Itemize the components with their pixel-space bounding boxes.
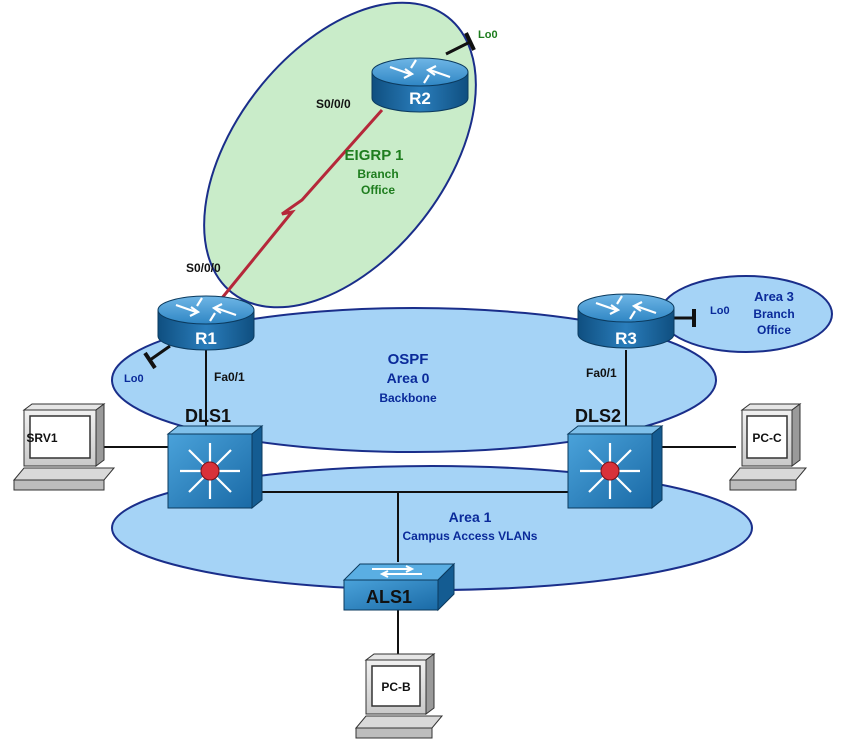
ospf-area-0 xyxy=(111,307,717,453)
area0-line2: Backbone xyxy=(379,391,437,405)
area0-title: OSPF xyxy=(388,351,429,368)
workgroup-switch-icon xyxy=(372,565,422,578)
r2-s000-label: S0/0/0 xyxy=(316,97,351,111)
eigrp-line2: Office xyxy=(361,183,395,197)
r1-loopback-icon xyxy=(143,344,171,370)
pcb-label: PC-B xyxy=(381,680,411,694)
workgroup-switch-als1[interactable]: ALS1 xyxy=(342,562,456,612)
r1-fa01-label: Fa0/1 xyxy=(214,370,245,384)
multilayer-switch-dls2[interactable]: DLS2 xyxy=(566,406,664,510)
serial-link-r1-r2 xyxy=(220,109,384,299)
r3-fa01-label: Fa0/1 xyxy=(586,366,617,380)
area1-title: Area 1 xyxy=(449,509,492,525)
area0-line1: Area 0 xyxy=(387,370,430,386)
srv1-label: SRV1 xyxy=(26,431,57,445)
router-r2[interactable]: R2 xyxy=(371,57,469,113)
r1-lo0-label: Lo0 xyxy=(124,373,144,385)
multilayer-switch-dls1[interactable]: DLS1 xyxy=(166,406,264,510)
router-arrows-icon xyxy=(175,297,237,322)
r2-label: R2 xyxy=(409,89,431,108)
area3-line1: Branch xyxy=(753,307,794,321)
als1-label: ALS1 xyxy=(366,587,412,607)
area3-title: Area 3 xyxy=(754,289,794,304)
pcc-label: PC-C xyxy=(752,431,782,445)
dls2-label: DLS2 xyxy=(575,406,621,426)
eigrp-title: EIGRP 1 xyxy=(345,147,404,164)
r2-lo0-label: Lo0 xyxy=(478,29,498,41)
pc-srv1[interactable]: SRV1 xyxy=(12,403,116,491)
router-arrows-icon xyxy=(595,295,657,320)
r3-loopback-icon xyxy=(672,309,696,327)
dls1-label: DLS1 xyxy=(185,406,231,426)
pc-b[interactable]: PC-B xyxy=(354,653,444,739)
r3-lo0-label: Lo0 xyxy=(710,305,730,317)
area3-line2: Office xyxy=(757,323,791,337)
area1-subtitle: Campus Access VLANs xyxy=(403,529,538,543)
router-arrows-icon xyxy=(389,59,451,84)
router-r3[interactable]: R3 xyxy=(577,293,675,349)
r1-s000-label: S0/0/0 xyxy=(186,261,221,275)
r3-label: R3 xyxy=(615,329,637,348)
ospf-area-3 xyxy=(659,275,833,353)
switch-core-dot xyxy=(200,461,220,481)
r2-loopback-icon xyxy=(445,32,476,56)
eigrp-line1: Branch xyxy=(357,167,398,181)
pc-c[interactable]: PC-C xyxy=(728,403,808,491)
switch-core-dot xyxy=(600,461,620,481)
router-r1[interactable]: R1 xyxy=(157,295,255,351)
r1-label: R1 xyxy=(195,329,217,348)
